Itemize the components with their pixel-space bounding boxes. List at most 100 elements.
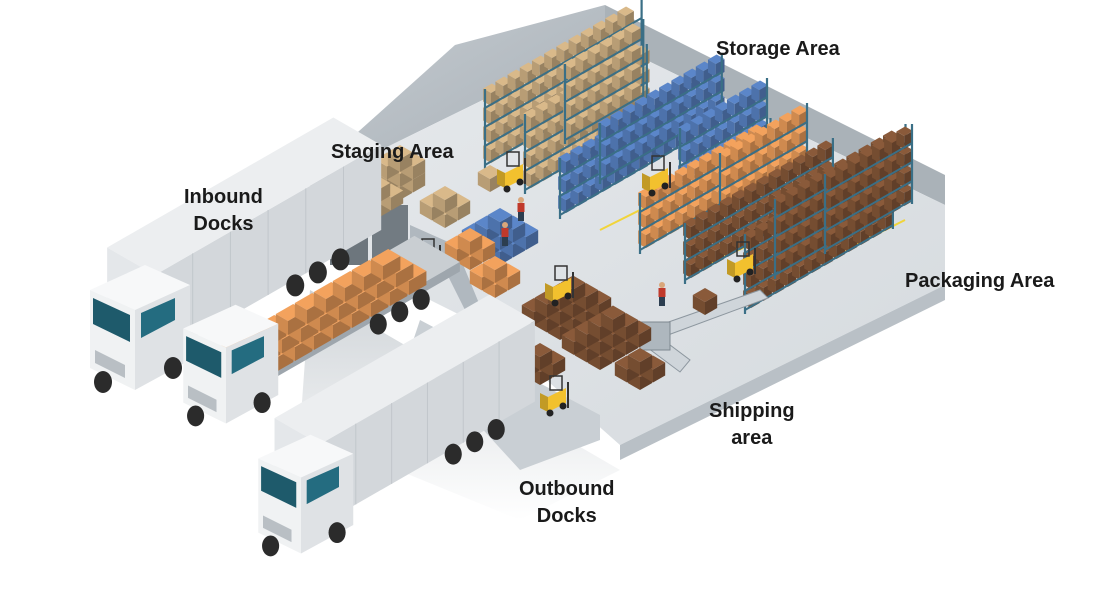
forklift-body xyxy=(497,169,505,188)
box-face xyxy=(575,56,584,74)
box-face xyxy=(686,164,695,182)
box-face xyxy=(707,59,716,77)
box-face xyxy=(754,150,763,168)
box-face xyxy=(535,125,544,143)
box-face xyxy=(573,282,586,303)
box-face xyxy=(896,145,913,155)
rack-shelf xyxy=(559,139,691,216)
worker-torso xyxy=(501,228,509,237)
box-face xyxy=(711,188,720,206)
box-face xyxy=(791,262,800,280)
box-icon xyxy=(817,140,834,163)
box-face xyxy=(683,73,692,91)
box-face xyxy=(432,186,458,200)
box-face xyxy=(659,87,667,105)
box-face xyxy=(751,80,768,90)
outbound-docks-label: Outbound Docks xyxy=(519,476,615,530)
truck-icon xyxy=(183,235,460,427)
box-face xyxy=(613,312,626,333)
truck-wheel xyxy=(412,288,430,310)
forklift-body xyxy=(735,254,753,278)
box-face xyxy=(507,93,516,111)
box-face xyxy=(445,193,458,213)
box-face xyxy=(785,248,794,266)
rack-shelf xyxy=(719,140,808,192)
box-face xyxy=(859,209,868,227)
box-face xyxy=(707,208,716,226)
box-face xyxy=(671,99,680,117)
box-face xyxy=(513,222,526,243)
box-face xyxy=(707,246,716,264)
box-face xyxy=(744,206,752,224)
box-face xyxy=(413,159,426,180)
box-face xyxy=(742,138,751,156)
box-face xyxy=(599,61,608,79)
box-face xyxy=(690,139,699,157)
box-face xyxy=(561,335,574,355)
inbound-docks-label: Inbound Docks xyxy=(184,184,263,238)
box-face xyxy=(627,348,653,362)
box-face xyxy=(835,223,844,241)
cab-window xyxy=(93,298,130,342)
box-face xyxy=(817,145,826,163)
box-face xyxy=(686,202,695,220)
box-face xyxy=(730,164,739,182)
box-face xyxy=(547,156,556,174)
box-icon xyxy=(600,305,626,333)
box-face xyxy=(785,210,794,228)
box-face xyxy=(568,39,577,57)
box-face xyxy=(695,215,704,233)
staging-area-label: Staging Area xyxy=(331,139,454,166)
worker-icon xyxy=(658,282,666,306)
box-face xyxy=(719,239,728,257)
worker-head xyxy=(502,222,508,228)
box-face xyxy=(592,25,601,43)
box-face xyxy=(711,169,720,187)
rack-icon xyxy=(598,53,725,184)
box-face xyxy=(791,124,808,134)
outbound-docks-label-line1: Outbound xyxy=(519,478,615,500)
worker-torso xyxy=(658,288,666,297)
truck-icon xyxy=(258,294,535,557)
box-face xyxy=(624,66,632,84)
back-wall-left xyxy=(310,5,605,175)
floor-edge-front xyxy=(620,285,945,460)
box-face xyxy=(785,191,794,209)
box-face xyxy=(547,137,556,155)
forklift-body xyxy=(505,164,523,188)
box-face xyxy=(766,143,775,161)
box-face xyxy=(662,216,671,234)
forklift-wheel xyxy=(661,182,669,190)
box-face xyxy=(556,46,565,64)
box-face xyxy=(531,60,540,78)
cab-roof xyxy=(183,304,279,348)
box-face xyxy=(692,295,705,315)
box-face xyxy=(791,110,800,128)
box-face xyxy=(754,131,763,149)
box-face xyxy=(884,138,892,156)
box-face xyxy=(586,290,599,310)
box-face xyxy=(540,350,553,370)
box-face xyxy=(884,176,892,194)
box-face xyxy=(370,259,383,280)
box-face xyxy=(495,263,508,283)
box-face xyxy=(707,54,725,64)
box-face xyxy=(695,66,704,84)
box-icon xyxy=(477,165,503,192)
forklift-cage xyxy=(651,155,665,171)
truck-wheel xyxy=(369,313,387,335)
worker-legs xyxy=(502,237,508,246)
box-face xyxy=(809,234,818,252)
box-face xyxy=(611,54,620,72)
forklift-wheel xyxy=(503,185,511,193)
box-face xyxy=(809,215,818,233)
cab-window xyxy=(231,336,264,375)
box-face xyxy=(779,136,787,154)
rack-icon xyxy=(718,103,809,214)
box-face xyxy=(805,152,813,170)
box-face xyxy=(742,157,751,175)
box-face xyxy=(797,184,806,202)
box-face xyxy=(639,327,652,348)
box-face xyxy=(587,68,596,86)
box-face xyxy=(575,75,584,93)
